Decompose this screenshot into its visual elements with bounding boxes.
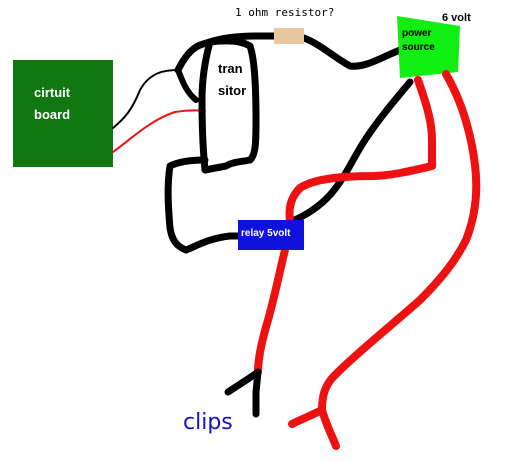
relay-label: relay 5volt	[241, 228, 291, 239]
red-wire-power-right	[288, 70, 481, 428]
power-source-label-line1: power	[402, 28, 432, 39]
red-wire-power-left	[285, 76, 436, 226]
black-wire-short-stub	[175, 67, 199, 103]
relay	[238, 220, 304, 250]
thin-red-wire	[112, 109, 206, 153]
thin-black-wire	[112, 69, 179, 129]
transistor-label: tran sitor	[218, 58, 246, 102]
black-wire-resistor-to-power	[300, 34, 404, 70]
circuit-board-label: cirtuit board	[34, 82, 70, 126]
red-wire-clip-branch	[318, 406, 340, 450]
clips-label: clips	[183, 410, 233, 435]
black-wire-power-to-relay	[286, 78, 414, 226]
black-wire-to-relay	[164, 156, 244, 254]
transistor-label-line1: tran	[218, 61, 243, 76]
black-wire-transistor-top	[174, 38, 214, 74]
transistor-label-line2: sitor	[218, 83, 247, 98]
black-clip-end	[224, 368, 262, 418]
circuit-board-label-line1: cirtuit	[34, 85, 71, 100]
black-wire-to-resistor	[206, 32, 278, 46]
transistor-outline	[198, 37, 260, 174]
resistor	[274, 28, 304, 44]
circuit-board-label-line2: board	[34, 107, 71, 122]
red-wire-relay-to-clips	[254, 246, 289, 376]
resistor-label: 1 ohm resistor?	[235, 6, 335, 19]
power-source-label: power source	[402, 27, 435, 55]
power-source-label-line2: source	[402, 42, 435, 53]
circuit-board	[13, 60, 113, 167]
power-source	[397, 16, 460, 78]
voltage-label: 6 volt	[442, 12, 471, 24]
